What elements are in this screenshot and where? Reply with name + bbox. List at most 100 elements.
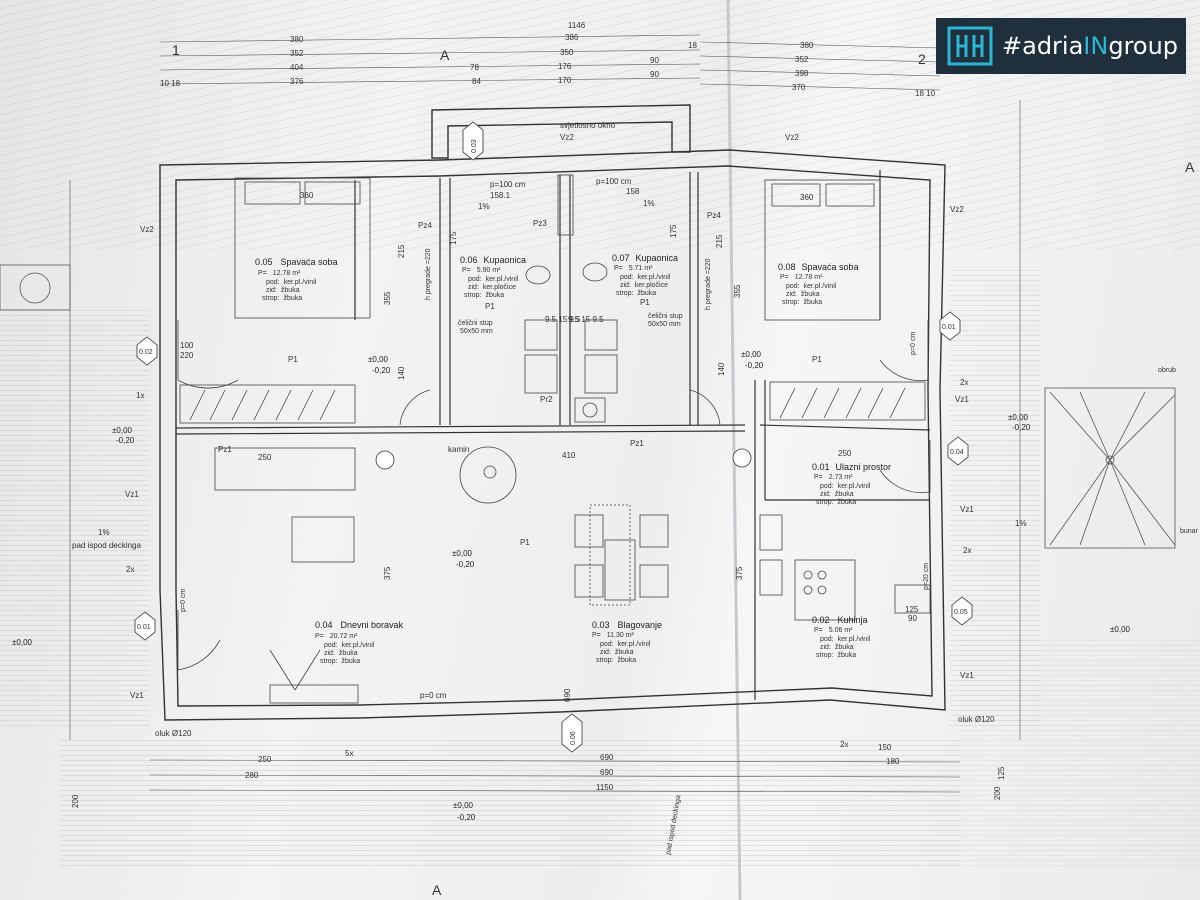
level-living: ±0,00 (452, 549, 473, 558)
dim-215-right: 215 (715, 234, 724, 248)
axis-2: 2 (918, 51, 926, 67)
svg-text:0.06: 0.06 (570, 731, 577, 745)
svg-text:zid:žbuka: zid:žbuka (324, 650, 358, 657)
section-marker-0.01-left: 0.01 (134, 611, 156, 641)
dim-250-right: 250 (838, 449, 852, 458)
dim-140-left: 140 (397, 366, 406, 380)
tag-vz2-a: Vz2 (140, 225, 154, 234)
dim-bottom-200-right: 200 (993, 786, 1002, 800)
tag-5x: 5x (345, 749, 353, 758)
svg-text:strop:žbuka: strop:žbuka (464, 292, 504, 299)
wardrobe-left (179, 384, 356, 424)
entry-landing (1044, 387, 1176, 549)
dim-top-90a: 90 (650, 56, 659, 65)
partition-height-right: h pregrade =220 (705, 258, 712, 310)
dim-top-l4: 376 (290, 77, 304, 86)
svg-text:0.01: 0.01 (137, 624, 151, 631)
dim-410: 410 (562, 451, 576, 460)
tag-vz2-d: Vz2 (950, 205, 964, 214)
slope-bath-left: 1% (478, 202, 490, 211)
section-marker-0.05: 0.05 (951, 596, 973, 626)
svg-text:0.02: 0.02 (139, 349, 153, 356)
tag-vz2-c: Vz2 (785, 133, 799, 142)
dim-250-left: 250 (258, 453, 272, 462)
level-bedroom-left-sub: -0,20 (372, 366, 391, 375)
level-terrace-bottom-sub: -0,20 (457, 813, 476, 822)
level-bedroom-right: ±0,00 (741, 350, 762, 359)
svg-text:zid:žbuka: zid:žbuka (820, 644, 854, 651)
svg-text:zid:žbuka: zid:žbuka (600, 649, 634, 656)
section-marker-0.01-right: 0.01 (939, 311, 961, 341)
dim-top-c6: 84 (472, 77, 481, 86)
svg-text:zid:žbuka: zid:žbuka (820, 491, 854, 498)
level-bedroom-right-sub: -0,20 (745, 361, 764, 370)
dim-375-right: 375 (735, 566, 744, 580)
section-marker-0.03: 0.03 (462, 121, 484, 161)
svg-text:pod:ker.pl./vinil: pod:ker.pl./vinil (600, 641, 651, 648)
bunar-label: bunar (1180, 528, 1199, 535)
dim-100-door: 100 (180, 341, 194, 350)
dim-355-right: 355 (733, 284, 742, 298)
dim-220-door: 220 (180, 351, 194, 360)
tag-vz1-e: Vz1 (960, 671, 974, 680)
dining-table (574, 504, 669, 606)
dim-215-left: 215 (397, 244, 406, 258)
svg-text:strop:žbuka: strop:žbuka (262, 295, 302, 302)
dim-total: 1146 (568, 21, 586, 30)
dim-bath-gap-left: 9.5 15 9.5 (545, 315, 581, 324)
svg-text:strop:žbuka: strop:žbuka (596, 657, 636, 664)
obrub-label: obrub (1158, 367, 1176, 374)
dim-bottom-200-left: 200 (71, 794, 80, 808)
svg-text:P=5.71 m²: P=5.71 m² (614, 265, 653, 272)
svg-text:0.03: 0.03 (471, 139, 478, 153)
level-terrace-left-sub: -0,20 (116, 436, 135, 445)
svg-text:0.05: 0.05 (954, 609, 968, 616)
level-living-sub: -0,20 (456, 560, 475, 569)
axis-a-right: A (1185, 159, 1195, 175)
wardrobe-right (769, 381, 926, 421)
dim-top-l1: 380 (290, 35, 304, 44)
slope-left: 1% (98, 528, 110, 537)
pad-deck-left: pad ispod deckinga (72, 541, 141, 550)
tag-p1-e: P1 (520, 538, 530, 547)
level-bedroom-left: ±0,00 (368, 355, 389, 364)
brand-logo: #adriaINgroup (936, 18, 1186, 74)
tag-p1-b: P1 (485, 302, 495, 311)
dim-bottom-180: 180 (886, 757, 900, 766)
dim-top-1810: 18 10 (915, 89, 936, 98)
brand-mark-icon (947, 26, 993, 66)
dim-bottom-280: 280 (245, 771, 259, 780)
dim-158-1: 158.1 (490, 191, 511, 200)
dim-top-r1: 380 (800, 41, 814, 50)
p100-right: p=100 cm (596, 177, 632, 186)
dim-bottom-690a: 690 (600, 753, 614, 762)
dim-top-l2: 352 (290, 49, 304, 58)
svg-text:strop:žbuka: strop:žbuka (616, 290, 656, 297)
kamin-label: kamin (448, 445, 469, 454)
svg-text:pod:ker.pl./vinil: pod:ker.pl./vinil (820, 636, 871, 643)
tag-vz1-c: Vz1 (955, 395, 969, 404)
svg-text:pod:ker.pl./vinil: pod:ker.pl./vinil (820, 483, 871, 490)
outer-walls (159, 104, 946, 721)
svg-text:pod:ker.pl./vinil: pod:ker.pl./vinil (620, 274, 671, 281)
svg-text:0.01: 0.01 (942, 324, 956, 331)
svg-text:zid:žbuka: zid:žbuka (786, 291, 820, 298)
svg-text:strop:žbuka: strop:žbuka (816, 499, 856, 506)
tag-p1-a: P1 (288, 355, 298, 364)
gutter-left: oluk Ø120 (155, 729, 192, 738)
bed-right (764, 179, 881, 321)
level-entry: ±0,00 (1008, 413, 1029, 422)
slope-bath-right: 1% (643, 199, 655, 208)
dim-bottom-690-vert: 690 (563, 688, 572, 702)
svg-text:zid:žbuka: zid:žbuka (266, 287, 300, 294)
dim-top-c1: 386 (565, 33, 579, 42)
tag-2x-a: 2x (126, 565, 134, 574)
svg-text:pod:ker.pl./vinil: pod:ker.pl./vinil (786, 283, 837, 290)
